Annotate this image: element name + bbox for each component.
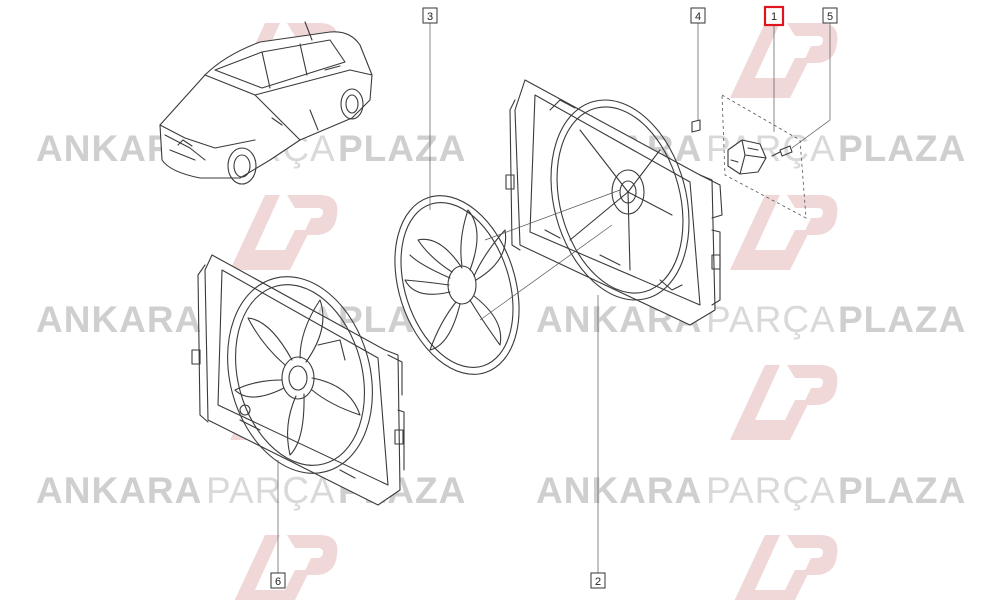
watermark-word-plaza: PLAZA [838,128,966,169]
watermark-logo [734,535,838,600]
watermark-row: ANKARA PARÇA PLAZA [536,299,966,340]
watermark-word-ankara: ANKARA [36,470,202,511]
watermark-word-parca: PARÇA [706,299,836,340]
callout-part5[interactable]: 5 [822,7,838,24]
callout-part2-label: 2 [595,576,601,588]
watermark-word-plaza: PLAZA [338,128,466,169]
watermark-word-ankara: ANKARA [536,470,702,511]
radiator-fan-assembly-icon [191,254,405,506]
leader-lines [277,23,831,573]
watermark-word-parca: PARÇA [206,470,336,511]
watermark-logo [230,195,338,270]
callout-part1-label: 1 [771,11,777,23]
fan-impeller-icon [394,195,520,375]
callout-part3[interactable]: 3 [422,7,438,24]
callout-part5-label: 5 [827,11,833,23]
watermark-word-ankara: ANKARA [36,299,202,340]
watermark-word-plaza: PLAZA [838,470,966,511]
leader-line-axis-upper [484,189,621,241]
callout-part1[interactable]: 1 [763,5,785,27]
watermark-row: ANKARA PARÇA PLAZA [36,470,465,511]
watermark-word-parca: PARÇA [706,470,836,511]
callout-part6-label: 6 [275,576,281,588]
watermark-logo [730,365,838,440]
leader-line-part5-tail [791,119,831,149]
suv-car-illustration-icon [159,21,373,185]
callout-part4-label: 4 [695,11,701,23]
watermark-row: ANKARA PARÇA PLAZA [536,470,966,511]
watermark-logo [234,535,338,600]
callout-part2[interactable]: 2 [590,572,606,589]
callout-part3-label: 3 [427,11,433,23]
fan-resistor-module-icon [727,139,767,175]
watermark-logo [730,23,838,98]
watermark-logo [730,195,838,270]
clip-fastener-icon [691,119,701,133]
leader-line-axis-lower [479,224,613,321]
callout-part6[interactable]: 6 [270,572,286,589]
watermark-word-parca: PARÇA [706,128,836,169]
watermark-word-plaza: PLAZA [838,299,966,340]
fan-shroud-frame-icon [505,79,723,326]
screw-fastener-icon [771,145,793,157]
callout-part4[interactable]: 4 [690,7,706,24]
